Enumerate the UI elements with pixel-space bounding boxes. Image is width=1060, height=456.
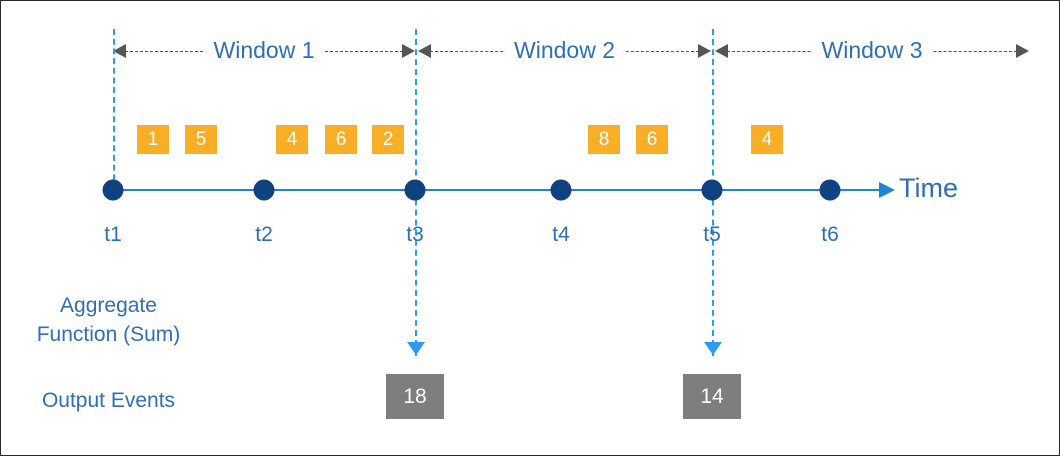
event-box: 6: [636, 125, 668, 154]
window-2-label: Window 2: [505, 37, 624, 63]
output-box: 18: [386, 374, 444, 419]
timeline-dot-t5: [701, 179, 723, 201]
timeline-dot-t4: [550, 179, 572, 201]
timeline-dot-t1: [102, 179, 124, 201]
output-events-caption: Output Events: [41, 389, 176, 412]
output-arrow-t5-icon: [704, 342, 722, 355]
window-band-2: Window 2: [418, 37, 711, 73]
window-1-label: Window 1: [204, 37, 324, 63]
timeline-dot-t2: [253, 179, 275, 201]
window-3-label: Window 3: [812, 37, 932, 63]
event-box: 5: [185, 125, 217, 154]
window-3-right-arrow-icon: [1016, 44, 1029, 58]
time-axis-label: Time: [899, 173, 958, 203]
window-2-left-arrow-icon: [418, 44, 431, 58]
timeline-dot-t3: [404, 179, 426, 201]
timeline-dot-t6: [819, 179, 841, 201]
timeline-tick-label-t5: t5: [703, 223, 721, 246]
window-band-3: Window 3: [715, 37, 1029, 73]
event-box: 2: [372, 125, 404, 154]
output-box: 14: [683, 374, 741, 419]
timeline-tick-label-t2: t2: [255, 223, 273, 246]
window-1-left-arrow-icon: [113, 44, 126, 58]
timeline-tick-label-t1: t1: [104, 223, 122, 246]
window-band-1: Window 1: [113, 37, 415, 73]
timeline-tick-label-t4: t4: [552, 223, 570, 246]
event-box: 6: [325, 125, 357, 154]
event-box: 1: [137, 125, 169, 154]
window-3-left-arrow-icon: [715, 44, 728, 58]
timeline-arrow-icon: [879, 182, 895, 198]
timeline-tick-label-t6: t6: [821, 223, 839, 246]
event-box: 4: [751, 125, 783, 154]
window-1-right-arrow-icon: [402, 44, 415, 58]
event-box: 4: [276, 125, 308, 154]
window-2-right-arrow-icon: [698, 44, 711, 58]
aggregate-function-caption: Aggregate Function (Sum): [36, 294, 181, 346]
timeline-tick-label-t3: t3: [406, 223, 424, 246]
boundary-line-t1: [113, 29, 115, 190]
output-arrow-t3-icon: [407, 342, 425, 355]
event-box: 8: [588, 125, 620, 154]
timeline-axis: [111, 189, 881, 191]
